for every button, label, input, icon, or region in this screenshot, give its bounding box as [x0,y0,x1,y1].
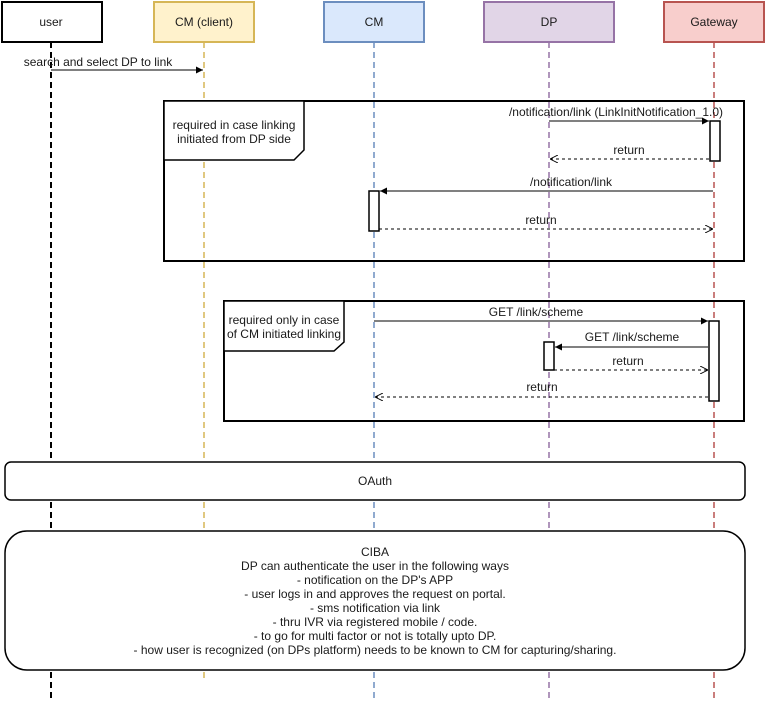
msg-notif-link-init-label: /notification/link (LinkInitNotification… [509,105,723,119]
participant-gateway-label: Gateway [690,15,737,29]
frame-cm-side: required only in case of CM initiated li… [223,300,745,422]
msg-return-3-label: return [612,354,643,368]
msg-get-scheme-1-label: GET /link/scheme [489,305,584,319]
activation-cm-1 [368,190,380,232]
participant-cm-client-label: CM (client) [175,15,233,29]
frame-dp-side-line2: initiated from DP side [177,132,291,146]
ciba-line-4: - sms notification via link [310,601,441,615]
frame-dp-side: required in case linking initiated from … [163,100,745,262]
activation-gateway-2 [708,320,720,402]
participant-cm[interactable]: CM [323,1,425,43]
ciba-line-3: - user logs in and approves the request … [244,587,506,601]
msg-notif-link-label: /notification/link [530,175,613,189]
msg-return-2-label: return [525,213,556,227]
ciba-line-5: - thru IVR via registered mobile / code. [273,615,478,629]
participant-cm-label: CM [365,15,384,29]
ciba-line-1: DP can authenticate the user in the foll… [241,559,509,573]
oauth-label: OAuth [358,474,392,488]
ciba-line-7: - how user is recognized (on DPs platfor… [134,643,617,657]
activation-dp-1 [543,341,555,371]
participant-gateway[interactable]: Gateway [663,1,765,43]
participant-user[interactable]: user [1,1,103,43]
ciba-box[interactable]: CIBA DP can authenticate the user in the… [4,530,746,671]
msg-return-1-label: return [613,143,644,157]
frame-cm-side-line2: of CM initiated linking [227,327,341,341]
participant-dp[interactable]: DP [483,1,615,43]
frame-dp-side-line1: required in case linking [173,118,296,132]
msg-get-scheme-2-label: GET /link/scheme [585,330,680,344]
oauth-box[interactable]: OAuth [4,461,746,501]
participant-cm-client[interactable]: CM (client) [153,1,255,43]
ciba-line-0: CIBA [361,545,389,559]
msg-return-4-label: return [526,380,557,394]
participant-dp-label: DP [541,15,558,29]
participant-user-label: user [39,15,62,29]
ciba-line-2: - notification on the DP's APP [297,573,453,587]
ciba-line-6: - to go for multi factor or not is total… [254,629,497,643]
activation-gateway-1 [709,120,721,162]
msg-search-label: search and select DP to link [24,55,174,69]
frame-cm-side-line1: required only in case [229,313,340,327]
